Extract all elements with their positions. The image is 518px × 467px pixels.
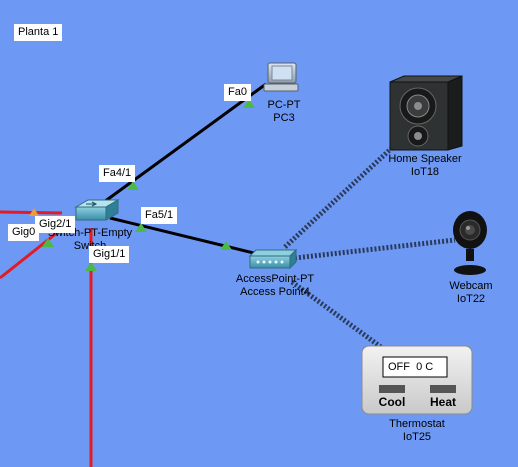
wireless-link-webcam[interactable]: [294, 237, 456, 261]
fiber-link-left-top[interactable]: [0, 210, 63, 215]
webcam-name-label: IoT22: [456, 293, 486, 305]
thermostat-heat-label: Heat: [429, 395, 456, 409]
access-point-icon[interactable]: [248, 248, 298, 270]
link-switch-pc[interactable]: [103, 82, 267, 204]
thermostat-name-label: IoT25: [402, 431, 432, 443]
floor-label: Planta 1: [14, 24, 63, 41]
thermostat-display: OFF 0 C: [388, 361, 434, 373]
switch-icon[interactable]: [74, 199, 120, 221]
port-label-sw-gig2-1: Gig2/1: [35, 216, 76, 233]
pc-icon[interactable]: [263, 62, 299, 92]
ap-name-label: Access Point4: [240, 286, 310, 298]
link-status-sw-fa5-1: [135, 223, 147, 232]
thermostat-icon[interactable]: [361, 345, 473, 415]
speaker-name-label: IoT18: [410, 166, 440, 178]
pc-name-label: PC3: [273, 112, 295, 124]
port-label-sw-fa5-1: Fa5/1: [141, 207, 178, 224]
port-label-pc-fa0: Fa0: [224, 84, 251, 101]
link-status-sw-gig1-1: [85, 262, 97, 271]
home-speaker-icon[interactable]: [389, 75, 463, 151]
fiber-link-left-diag[interactable]: [0, 222, 69, 280]
port-label-sw-gig1-1: Gig1/1: [89, 246, 130, 263]
wireless-link-thermostat[interactable]: [290, 279, 387, 353]
thermostat-model-label: Thermostat: [389, 418, 445, 430]
port-label-sw-fa4-1: Fa4/1: [99, 165, 136, 182]
link-status-ap: [220, 241, 232, 250]
link-status-sw-fa4-1: [127, 181, 139, 190]
link-status-pc-fa0: [243, 99, 255, 108]
thermostat-cool-label: Cool: [378, 395, 406, 409]
webcam-model-label: Webcam: [449, 280, 493, 292]
wireless-link-speaker[interactable]: [283, 143, 397, 249]
port-label-gig0: Gig0: [8, 224, 40, 241]
link-switch-ap[interactable]: [109, 216, 259, 256]
link-status-left: [29, 208, 39, 216]
pc-model-label: PC-PT: [267, 99, 301, 111]
ap-model-label: AccessPoint-PT: [235, 273, 315, 285]
speaker-model-label: Home Speaker: [388, 153, 462, 165]
link-status-sw-gig2-1: [42, 238, 54, 247]
webcam-icon[interactable]: [453, 211, 487, 275]
